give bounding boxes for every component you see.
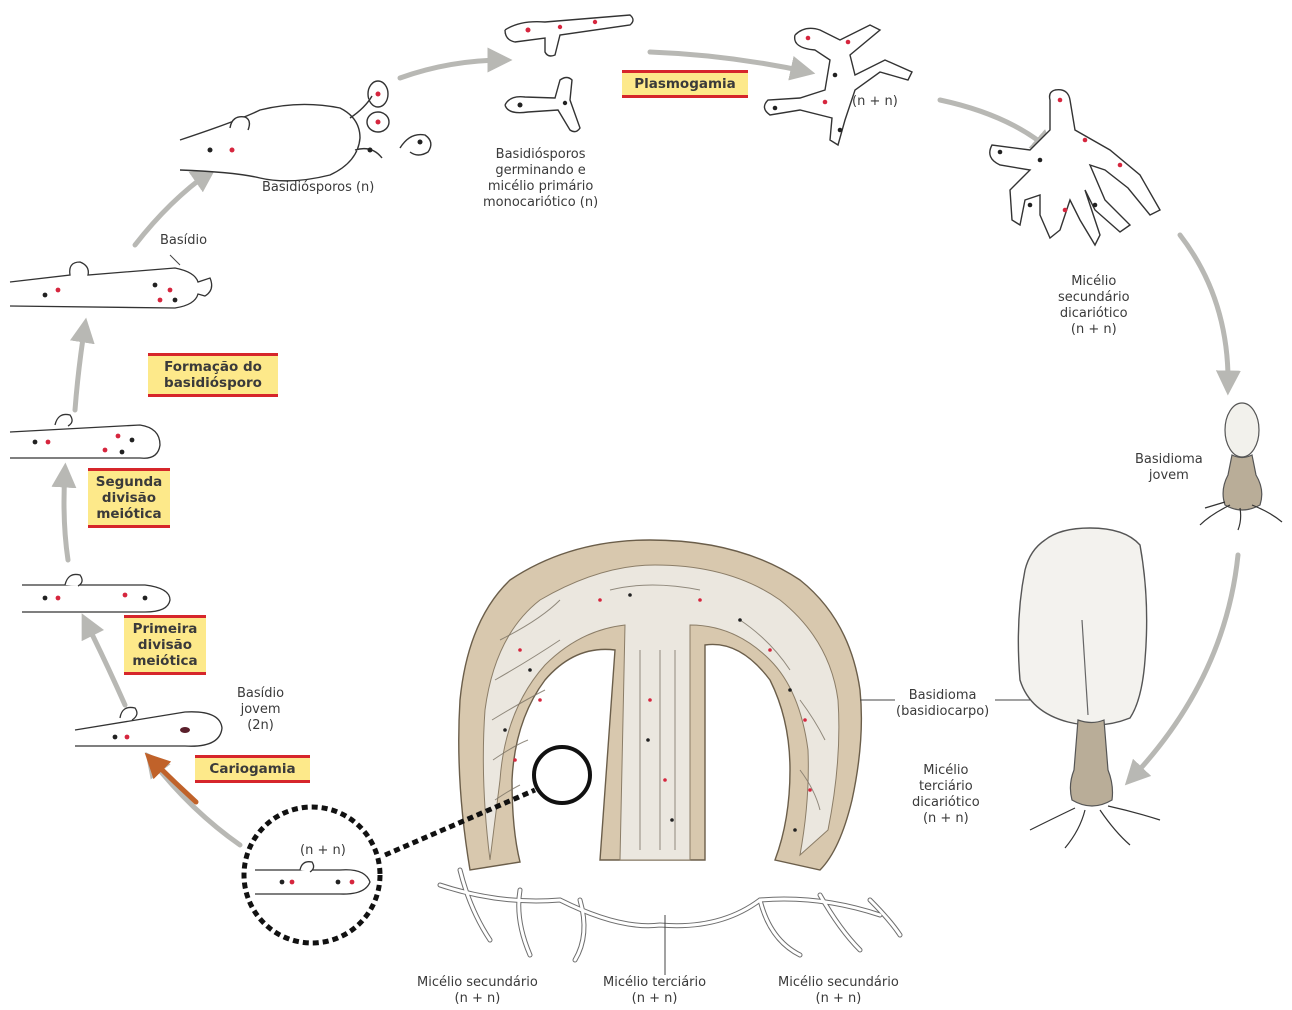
basidium-cell	[10, 262, 212, 308]
plasmogamy-hyphae	[764, 25, 912, 145]
first-division-cell	[22, 574, 170, 612]
tag-primeira-divisao: Primeira divisão meiótica	[124, 615, 206, 675]
label-micelio-terciario-bottom: Micélio terciário (n + n)	[603, 975, 706, 1007]
label-n-plus-n-circle: (n + n)	[300, 843, 346, 859]
magnifier-small-circle	[534, 747, 590, 803]
tag-formacao-basidiosporo: Formação do basidiósporo	[148, 353, 278, 397]
label-basidioma-basidiocarpo: Basidioma (basidiocarpo)	[896, 688, 989, 720]
mushroom-young-icon	[1200, 403, 1282, 530]
label-basidioma-jovem: Basidioma jovem	[1135, 452, 1203, 484]
basidium-with-spores	[180, 81, 431, 181]
second-division-cell	[10, 414, 160, 458]
label-basidio: Basídio	[160, 233, 207, 249]
label-basidiosporos: Basidiósporos (n)	[262, 180, 374, 196]
label-micelio-secundario-right: Micélio secundário (n + n)	[778, 975, 899, 1007]
secondary-mycelium	[990, 90, 1160, 245]
label-micelio-secundario-left: Micélio secundário (n + n)	[417, 975, 538, 1007]
label-micelio-terciario-dicariotico: Micélio terciário dicariótico (n + n)	[912, 763, 980, 827]
mushroom-mature-icon	[1018, 528, 1160, 848]
basal-mycelium-inner	[440, 870, 900, 960]
label-germinando: Basidiósporos germinando e micélio primá…	[483, 147, 598, 211]
tag-segunda-divisao: Segunda divisão meiótica	[88, 468, 170, 528]
label-n-plus-n-top: (n + n)	[852, 94, 898, 110]
tag-plasmogamia: Plasmogamia	[622, 70, 748, 98]
basidiocarp-section-icon	[459, 540, 862, 870]
young-basidium-cell	[75, 707, 222, 746]
germinating-spores	[505, 15, 633, 132]
tag-cariogamia: Cariogamia	[195, 755, 310, 783]
arrow-to-young-basidioma	[1180, 235, 1228, 388]
label-micelio-secundario-dicariotico: Micélio secundário dicariótico (n + n)	[1058, 274, 1130, 338]
arrow-to-germination	[400, 60, 505, 78]
arrow-to-basidium	[75, 325, 85, 410]
label-basidio-jovem: Basídio jovem (2n)	[237, 686, 284, 734]
arrow-to-second-division	[64, 470, 68, 560]
arrow-karyogamy	[150, 758, 196, 802]
arrow-to-first-division	[85, 620, 125, 705]
arrow-to-plasmogamy	[650, 52, 808, 72]
arrow-to-secondary-mycelium	[940, 100, 1050, 150]
